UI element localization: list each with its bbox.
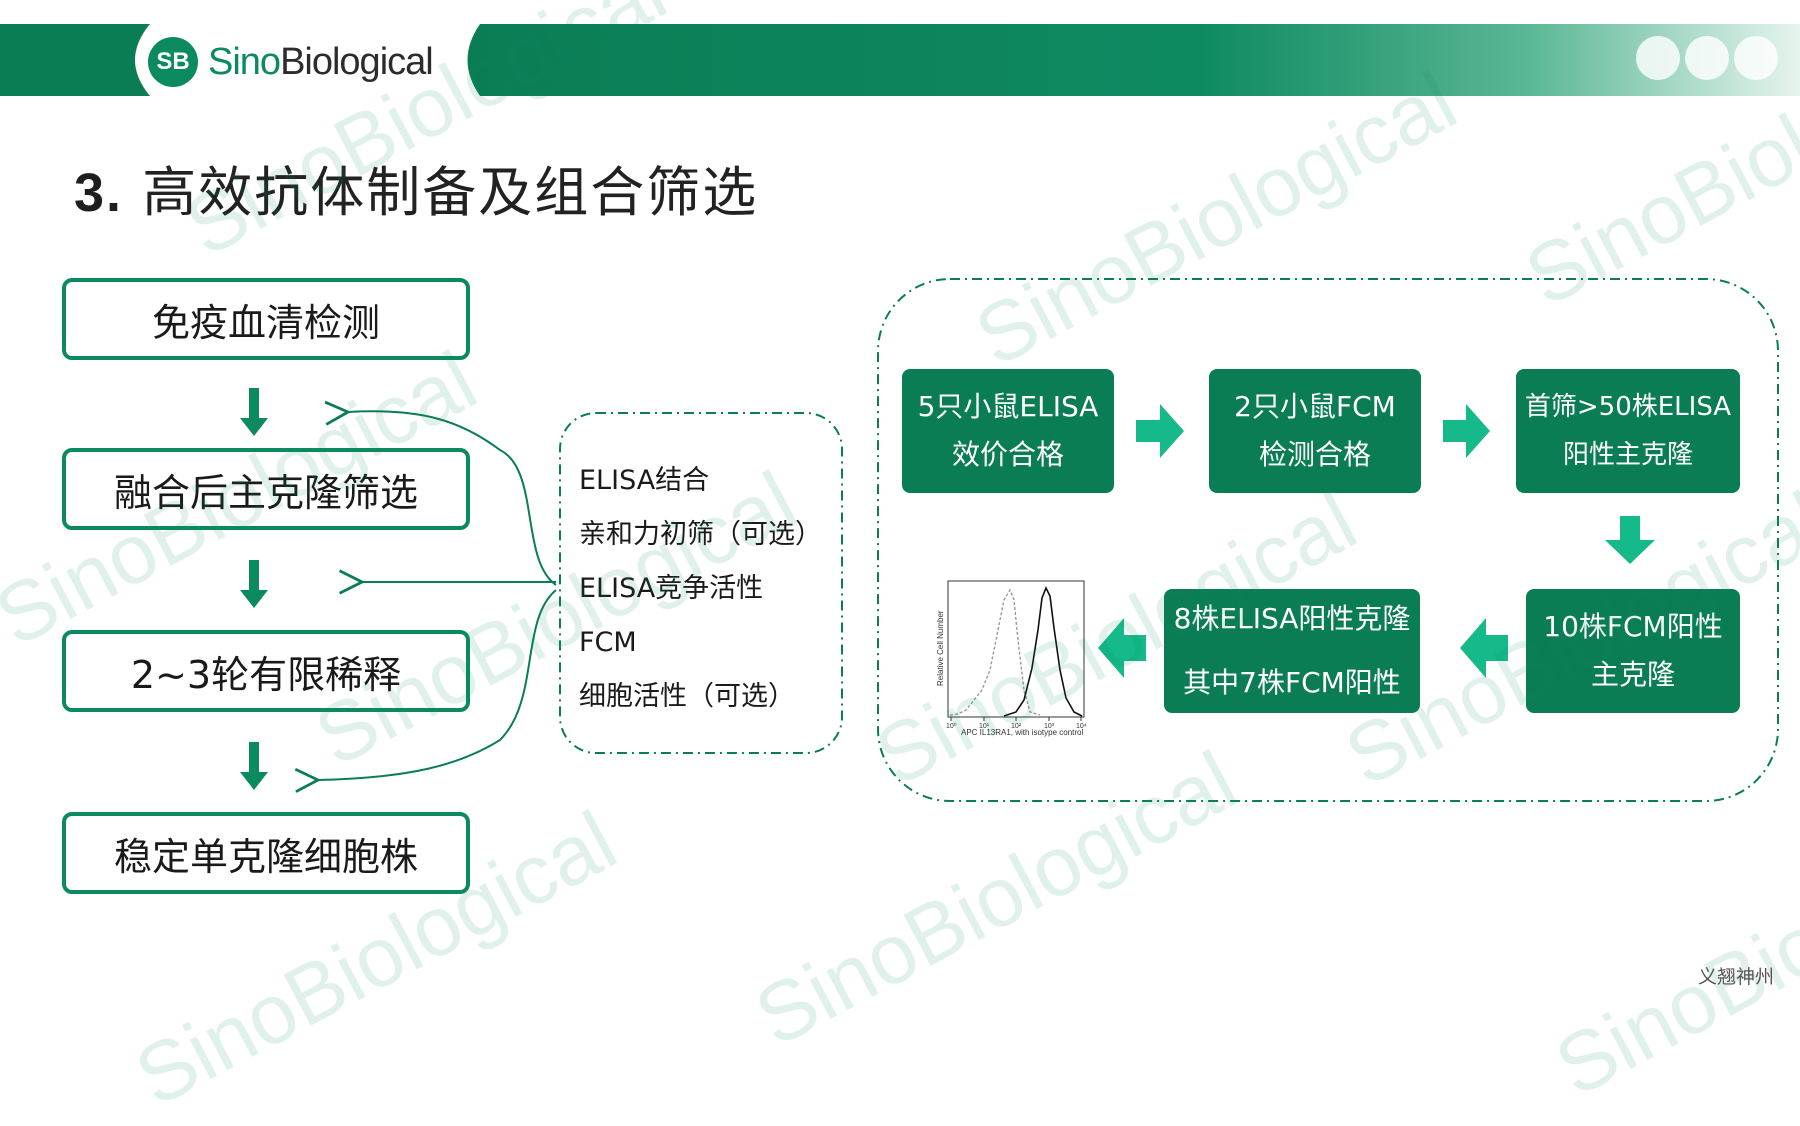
footer-credit: 义翘神州	[1697, 966, 1774, 988]
histogram-xlabel: APC IL13RA1, with isotype control	[961, 728, 1084, 737]
slide-graphics: Relative Cell Number APC IL13RA1, with i…	[0, 24, 1800, 802]
screen-box-fcm-clones: 10株FCM阳性 主克隆	[1526, 589, 1740, 713]
histogram-plot-area	[947, 580, 1085, 718]
screen-box-line: 10株FCM阳性	[1543, 610, 1723, 643]
histogram-tick-label: 10²	[1011, 723, 1022, 730]
screen-box-line: 主克隆	[1590, 658, 1675, 691]
assay-item: FCM	[579, 627, 637, 658]
brand-mark-icon: SB	[148, 37, 198, 87]
assay-connectors	[318, 411, 557, 780]
screening-frame	[877, 278, 1779, 802]
step-primary-clone-screen: 融合后主克隆筛选	[62, 448, 470, 530]
assay-item: 亲和力初筛（可选）	[579, 519, 822, 550]
histogram-x-ticks	[950, 717, 1082, 721]
connector-to-stable-line	[318, 589, 557, 780]
header-dot-icon	[1685, 36, 1729, 80]
screen-box-primary-elisa: 首筛>50株ELISA 阳性主克隆	[1516, 369, 1740, 493]
brand-name-accent: Sino	[208, 40, 281, 83]
title-number: 3.	[74, 163, 124, 223]
screen-box-mouse-elisa: 5只小鼠ELISA 效价合格	[902, 369, 1114, 493]
screen-box-line: 5只小鼠ELISA	[917, 390, 1099, 423]
brand-name-rest: Biological	[280, 40, 434, 83]
brand-logo: SB SinoBiological	[148, 34, 434, 90]
screen-box-line: 首筛>50株ELISA	[1524, 392, 1732, 422]
screen-box-line: 效价合格	[951, 438, 1064, 471]
histogram-tick-label: 10⁰	[946, 722, 957, 730]
sample-curve	[1003, 586, 1083, 717]
assay-item: 细胞活性（可选）	[579, 681, 795, 712]
screen-box-line: 其中7株FCM阳性	[1183, 666, 1401, 699]
screen-box-line: 阳性主克隆	[1562, 440, 1693, 470]
assay-item: ELISA结合	[579, 465, 710, 496]
title-text: 高效抗体制备及组合筛选	[142, 161, 759, 224]
brand-name: SinoBiological	[208, 40, 434, 84]
screen-box-mouse-fcm: 2只小鼠FCM 检测合格	[1209, 369, 1421, 493]
histogram-tick-labels: 10⁰ 10¹ 10² 10³ 10⁴	[946, 722, 1087, 730]
histogram-tick-label: 10³	[1044, 723, 1055, 730]
isotype-control-curve	[949, 588, 1041, 716]
assay-item: ELISA竞争活性	[579, 573, 764, 604]
screen-box-line: 8株ELISA阳性克隆	[1173, 602, 1411, 635]
connector-to-primary-screen	[348, 411, 557, 586]
screening-flow-arrows	[1098, 404, 1655, 678]
screen-box-line: 2只小鼠FCM	[1234, 390, 1396, 423]
assay-list: ELISA结合 亲和力初筛（可选） ELISA竞争活性 FCM 细胞活性（可选）	[579, 454, 822, 724]
fcm-histogram: Relative Cell Number APC IL13RA1, with i…	[936, 580, 1087, 737]
screen-box-final-clones: 8株ELISA阳性克隆 其中7株FCM阳性	[1164, 589, 1420, 713]
header-band	[0, 24, 1800, 96]
screen-box-line: 检测合格	[1258, 438, 1371, 471]
right-arrow-icon	[1136, 404, 1184, 458]
step-immune-serum-test: 免疫血清检测	[62, 278, 470, 360]
histogram-ylabel: Relative Cell Number	[936, 610, 945, 686]
down-arrow-icon	[240, 388, 268, 436]
down-arrow-icon	[1605, 516, 1655, 564]
step-limited-dilution: 2~3轮有限稀释	[62, 630, 470, 712]
left-arrow-icon	[1098, 618, 1146, 678]
down-arrow-icon	[240, 742, 268, 790]
left-arrow-icon	[1460, 618, 1508, 678]
header-dot-icon	[1636, 36, 1680, 80]
histogram-tick-label: 10¹	[979, 723, 990, 730]
assay-list-frame	[559, 412, 843, 754]
down-arrow-icon	[240, 560, 268, 608]
workflow-down-arrows	[240, 388, 268, 790]
page-title: 3. 高效抗体制备及组合筛选	[74, 148, 758, 227]
header-dot-icon	[1734, 36, 1778, 80]
histogram-tick-label: 10⁴	[1076, 723, 1087, 730]
right-arrow-icon	[1443, 404, 1490, 458]
step-stable-cell-line: 稳定单克隆细胞株	[62, 812, 470, 894]
